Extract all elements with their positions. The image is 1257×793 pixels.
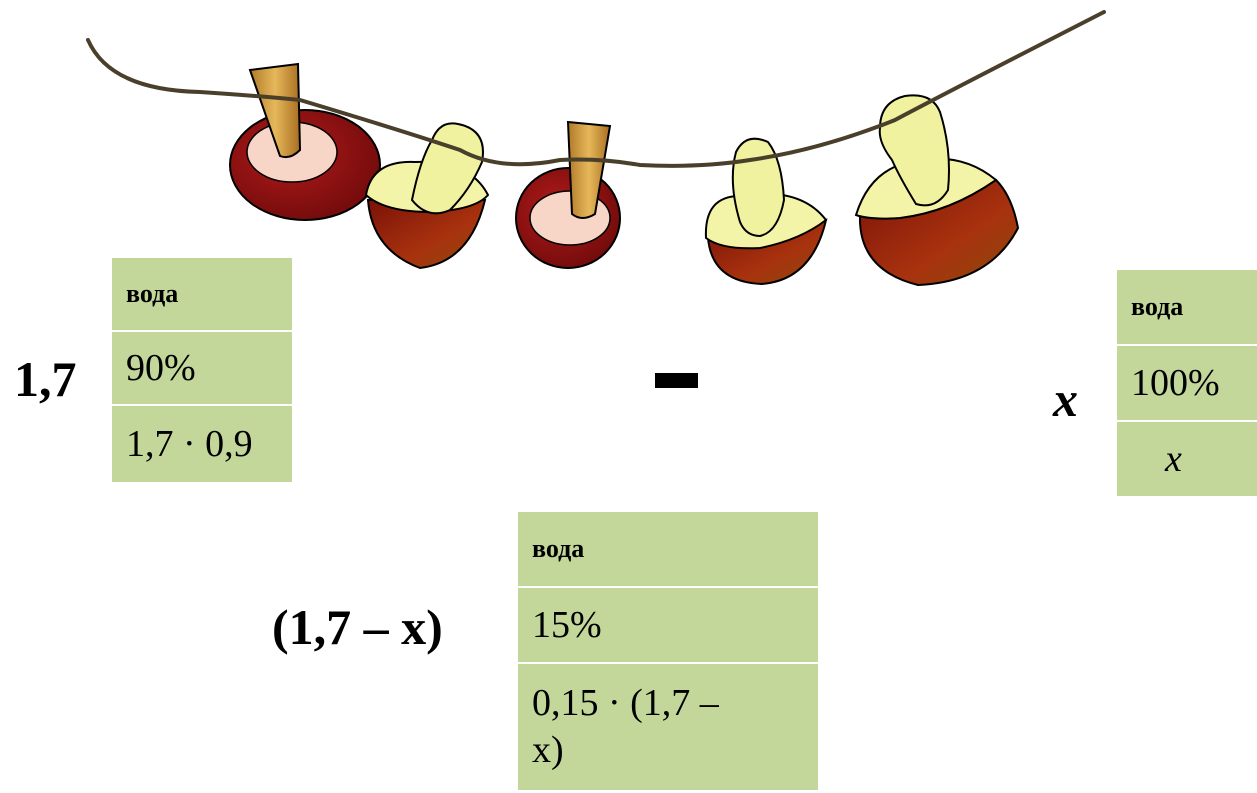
fresh-water-percent: 90%: [112, 332, 292, 406]
evaporated-water-percent: 100%: [1117, 346, 1257, 422]
dried-water-amount: 0,15 · (1,7 – x): [518, 664, 818, 790]
fresh-mass-label: 1,7: [14, 351, 77, 407]
mushroom-1: [229, 62, 381, 221]
dried-water-amount-line2: x): [532, 729, 564, 771]
mushrooms-on-string-illustration: [86, 10, 1106, 287]
mushroom-2: [364, 122, 490, 270]
fresh-water-amount: 1,7 · 0,9: [112, 406, 292, 482]
mushroom-3: [515, 120, 621, 269]
minus-operator: [655, 373, 698, 388]
string: [86, 10, 1106, 168]
evaporated-water-table: вода 100% x: [1117, 270, 1257, 496]
fresh-water-table: вода 90% 1,7 · 0,9: [112, 258, 292, 482]
evaporated-mass-label: x: [1053, 371, 1078, 427]
fresh-water-header: вода: [112, 258, 292, 332]
mushroom-4: [704, 137, 828, 286]
dried-water-header: вода: [518, 512, 818, 588]
dried-water-percent: 15%: [518, 588, 818, 664]
dried-water-amount-line1: 0,15 · (1,7 –: [532, 681, 719, 724]
dried-water-table: вода 15% 0,15 · (1,7 – x): [518, 512, 818, 790]
mushroom-5: [854, 94, 1020, 287]
dried-mass-label: (1,7 – x): [272, 599, 443, 655]
evaporated-water-amount: x: [1117, 422, 1257, 496]
evaporated-water-header: вода: [1117, 270, 1257, 346]
